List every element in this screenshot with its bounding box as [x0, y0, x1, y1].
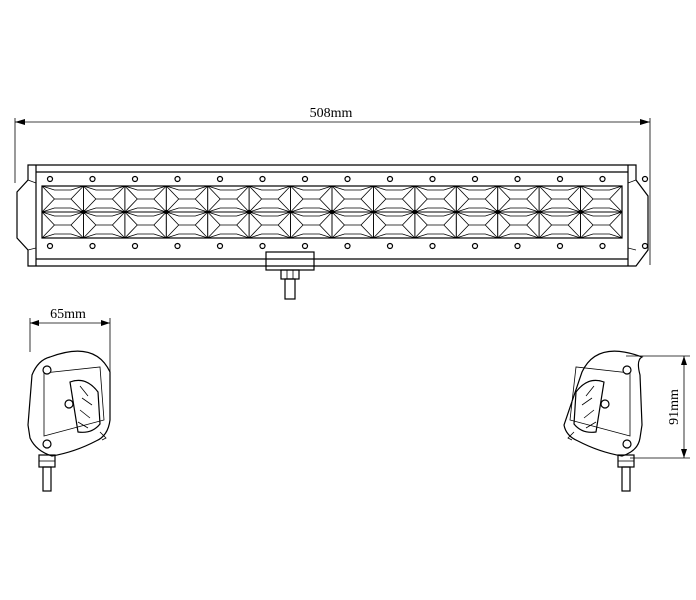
housing-screws [46, 175, 649, 250]
center-led-dot [495, 209, 500, 215]
screw-dot [344, 242, 351, 250]
screw-dot [301, 242, 309, 250]
screw-dot [216, 242, 224, 250]
screw-dot [344, 175, 351, 183]
reflector-cell [207, 185, 250, 213]
screw-dot [471, 175, 479, 183]
reflector-cell [414, 185, 457, 213]
screw-dot [131, 242, 139, 250]
reflector-cell [331, 185, 374, 213]
length-label: 508mm [310, 106, 353, 121]
reflector-cell [373, 185, 416, 213]
reflector-cell [580, 185, 623, 213]
screw-dot [514, 242, 521, 250]
reflector-cell [290, 185, 333, 213]
reflector-cell [538, 211, 581, 239]
screw-dot [259, 242, 266, 250]
screw-dot [89, 242, 96, 250]
screw-dot [174, 242, 181, 250]
screw-dot [429, 175, 436, 183]
reflector-cell [580, 211, 623, 239]
reflector-cell [414, 211, 457, 239]
reflector-cell [455, 185, 499, 213]
screw-dot [429, 242, 436, 250]
reflector-cell [41, 185, 84, 213]
screw-dot [301, 175, 309, 183]
light-bar-front-view [16, 164, 649, 300]
center-led-dot [412, 209, 418, 215]
reflector-cell [83, 211, 126, 239]
screw-dot [641, 242, 649, 250]
screw-dot [471, 242, 479, 250]
screw-dot [259, 175, 266, 183]
screw-dot [556, 175, 564, 183]
screw-dot [599, 242, 606, 250]
center-led-dot [81, 209, 86, 215]
screw-dot [131, 175, 139, 183]
reflector-cell [455, 211, 499, 239]
screw-dot [89, 175, 96, 183]
center-led-dot [329, 209, 335, 215]
mount-nut [280, 269, 300, 280]
reflector-cell [497, 185, 540, 213]
screw-dot [556, 242, 564, 250]
reflector-cell [165, 185, 209, 213]
screw-dot [216, 175, 224, 183]
reflector-cell [538, 185, 581, 213]
reflector-cell [83, 185, 126, 213]
reflector-cell [165, 211, 209, 239]
reflector-cell [373, 211, 416, 239]
reflector-cell [207, 211, 250, 239]
left-side-view [27, 350, 111, 492]
reflector-cell [248, 185, 291, 213]
reflector-cell [248, 211, 291, 239]
mount-bracket [265, 251, 315, 271]
reflector-cells [41, 185, 623, 239]
right-side-view [563, 350, 644, 492]
reflector-cell [290, 211, 333, 239]
reflector-cell [41, 211, 84, 239]
reflector-cell [331, 211, 374, 239]
reflector-cell [124, 211, 167, 239]
center-led-dot [246, 209, 252, 215]
center-led-dot [578, 209, 583, 215]
screw-dot [46, 175, 54, 183]
mount-bolt [284, 278, 296, 300]
reflector-cell [124, 185, 167, 213]
reflector-cell [497, 211, 540, 239]
height-dimension: 91mm [626, 355, 690, 459]
screw-dot [599, 175, 606, 183]
height-label: 91mm [667, 389, 682, 425]
center-led-dot [164, 209, 169, 215]
screw-dot [46, 242, 54, 250]
depth-label: 65mm [50, 307, 86, 322]
screw-dot [174, 175, 181, 183]
depth-dimension: 65mm [29, 307, 111, 382]
screw-dot [386, 242, 394, 250]
length-dimension: 508mm [14, 106, 651, 265]
screw-dot [641, 175, 649, 183]
screw-dot [514, 175, 521, 183]
screw-dot [386, 175, 394, 183]
